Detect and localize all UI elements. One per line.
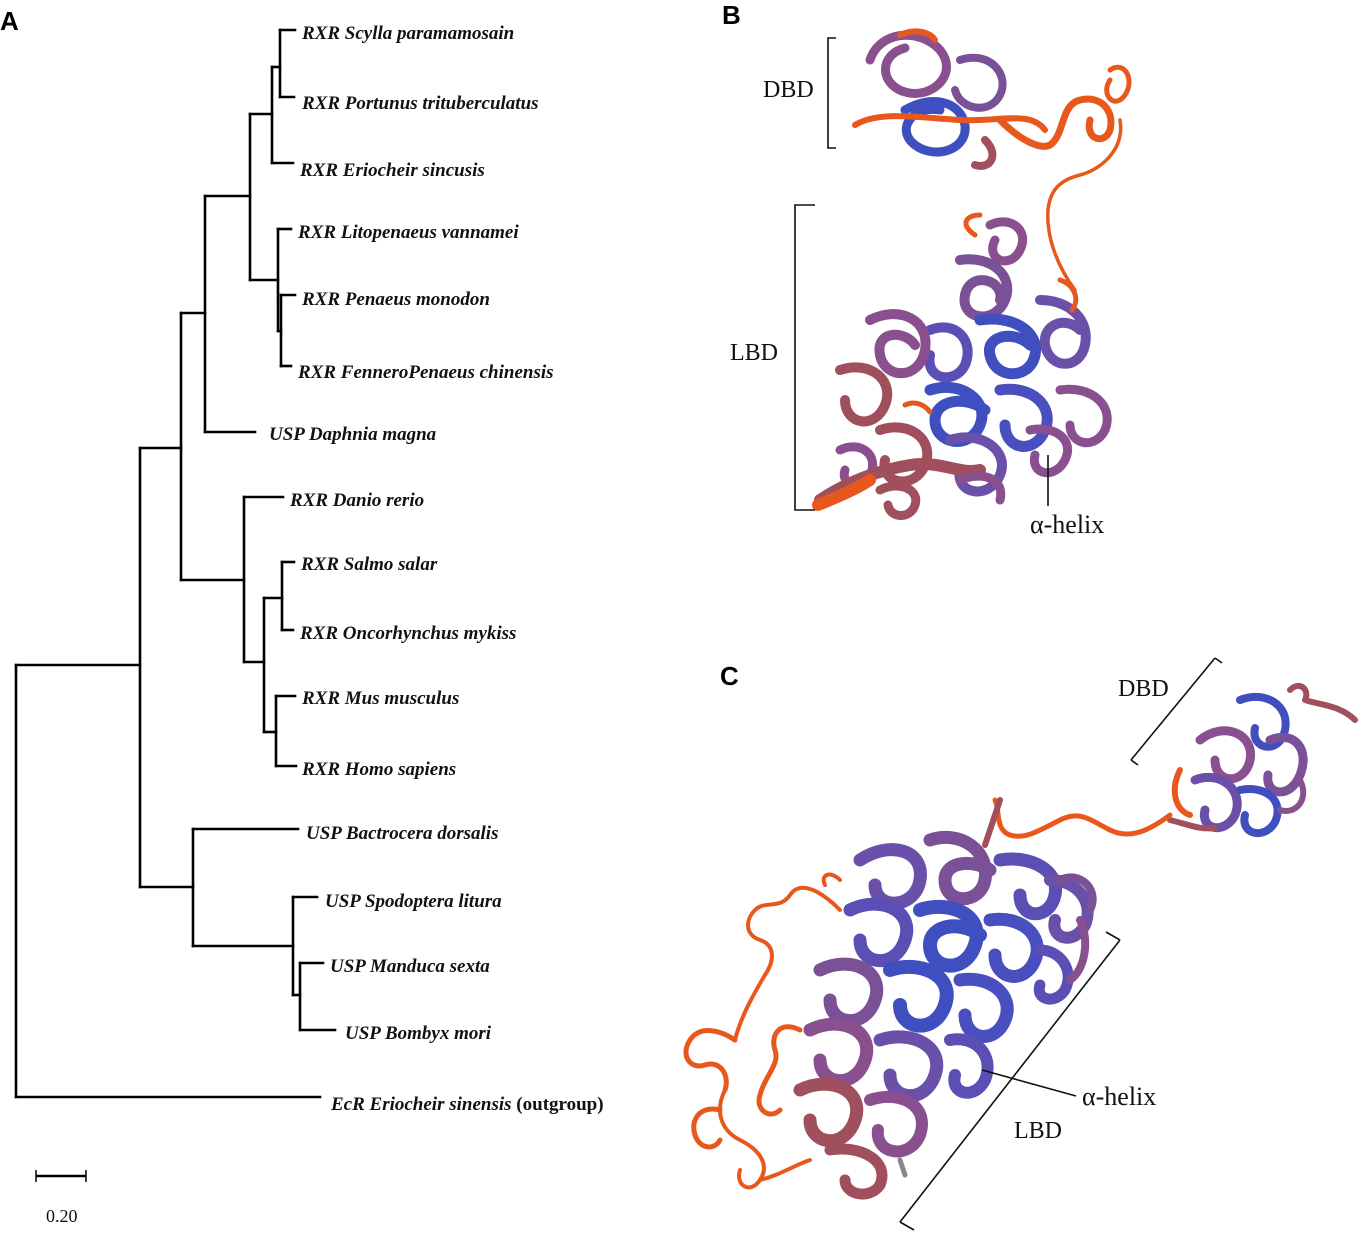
taxon-label: USP Spodoptera litura <box>325 891 502 912</box>
dbd-label-b: DBD <box>763 77 814 103</box>
dbd-bracket-b <box>827 37 836 149</box>
dbd-ribbon-c <box>1167 682 1358 838</box>
taxon-labels: RXR Scylla paramamosain RXR Portunus tri… <box>269 23 604 1115</box>
loop-ribbon-c <box>683 797 1003 1190</box>
linker-ribbon-c <box>992 797 1173 839</box>
dbd-label-c: DBD <box>1118 676 1169 702</box>
protein-structure-b <box>812 28 1132 520</box>
helix-pointer-c <box>981 1069 1077 1097</box>
taxon-label: RXR Oncorhynchus mykiss <box>299 623 516 644</box>
taxon-label: USP Daphnia magna <box>269 424 437 445</box>
taxon-label-outgroup: EcR Eriocheir sinensis (outgroup) <box>330 1094 604 1115</box>
lbd-bracket-tick <box>1105 931 1121 941</box>
taxon-label: RXR Salmo salar <box>300 554 438 575</box>
dbd-bracket-tick <box>1130 759 1139 766</box>
taxon-label: RXR Homo sapiens <box>301 759 456 780</box>
taxon-label: RXR Eriocheir sincusis <box>299 160 485 181</box>
lbd-bracket-b <box>794 204 815 511</box>
helix-label-b: α-helix <box>1030 510 1104 539</box>
taxon-label: RXR FenneroPenaeus chinensis <box>297 362 554 383</box>
taxon-label: RXR Penaeus monodon <box>301 289 490 310</box>
lbd-ribbon-b <box>812 212 1112 520</box>
scale-bar-label: 0.20 <box>46 1206 78 1226</box>
taxon-label: USP Bombyx mori <box>345 1023 492 1044</box>
dbd-bracket-c <box>1130 657 1216 761</box>
taxon-label: RXR Scylla paramamosain <box>301 23 514 44</box>
scale-bar: 0.20 <box>35 1170 87 1226</box>
protein-structure-c <box>683 682 1358 1200</box>
phylogenetic-tree <box>14 28 337 1099</box>
lbd-label-b: LBD <box>730 340 778 366</box>
lbd-bracket-tick <box>899 1221 915 1231</box>
taxon-label: RXR Mus musculus <box>301 688 459 709</box>
panel-label-a: A <box>0 6 19 36</box>
taxon-label: RXR Litopenaeus vannamei <box>297 222 519 243</box>
taxon-label: USP Manduca sexta <box>330 956 490 977</box>
lbd-ribbon-c <box>793 830 1097 1200</box>
lbd-label-c: LBD <box>1014 1118 1062 1144</box>
taxon-label: RXR Danio rerio <box>289 490 424 511</box>
taxon-label: RXR Portunus trituberculatus <box>301 93 539 114</box>
panel-label-c: C <box>720 661 739 691</box>
panel-label-b: B <box>722 0 741 30</box>
taxon-label: USP Bactrocera dorsalis <box>306 823 498 844</box>
dbd-ribbon-b <box>852 28 1132 292</box>
helix-label-c: α-helix <box>1082 1082 1156 1111</box>
lbd-bracket-c <box>899 939 1121 1223</box>
dbd-bracket-tick <box>1214 657 1223 664</box>
